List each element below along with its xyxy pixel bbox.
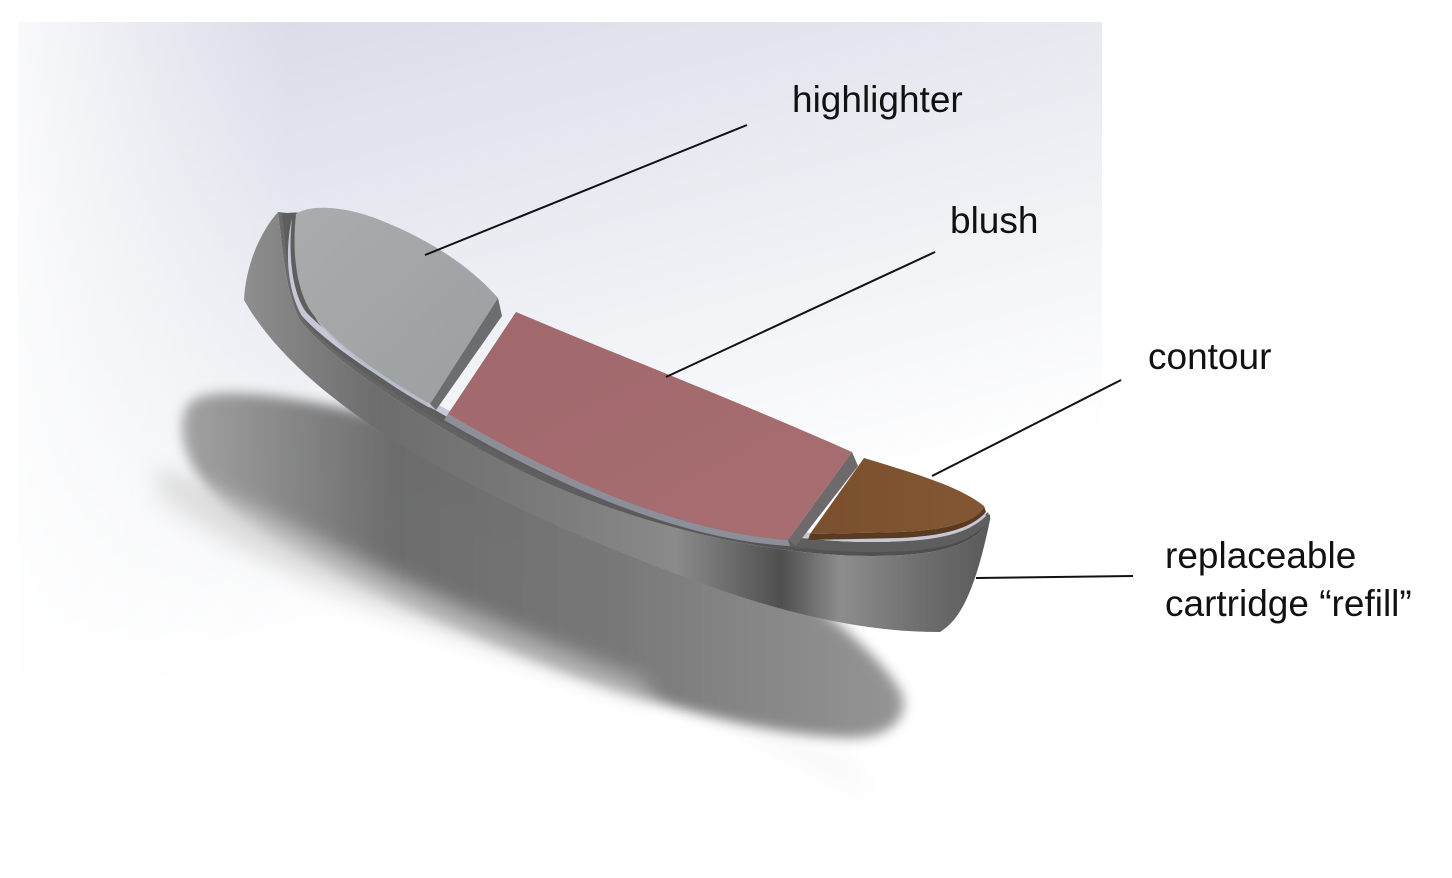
refill-label-line2: cartridge “refill” bbox=[1165, 580, 1412, 628]
contour-label: contour bbox=[1148, 333, 1271, 381]
blush-label: blush bbox=[950, 197, 1038, 245]
highlighter-label: highlighter bbox=[792, 76, 963, 124]
refill-label: replaceable cartridge “refill” bbox=[1165, 532, 1412, 628]
refill-label-line1: replaceable bbox=[1165, 532, 1412, 580]
